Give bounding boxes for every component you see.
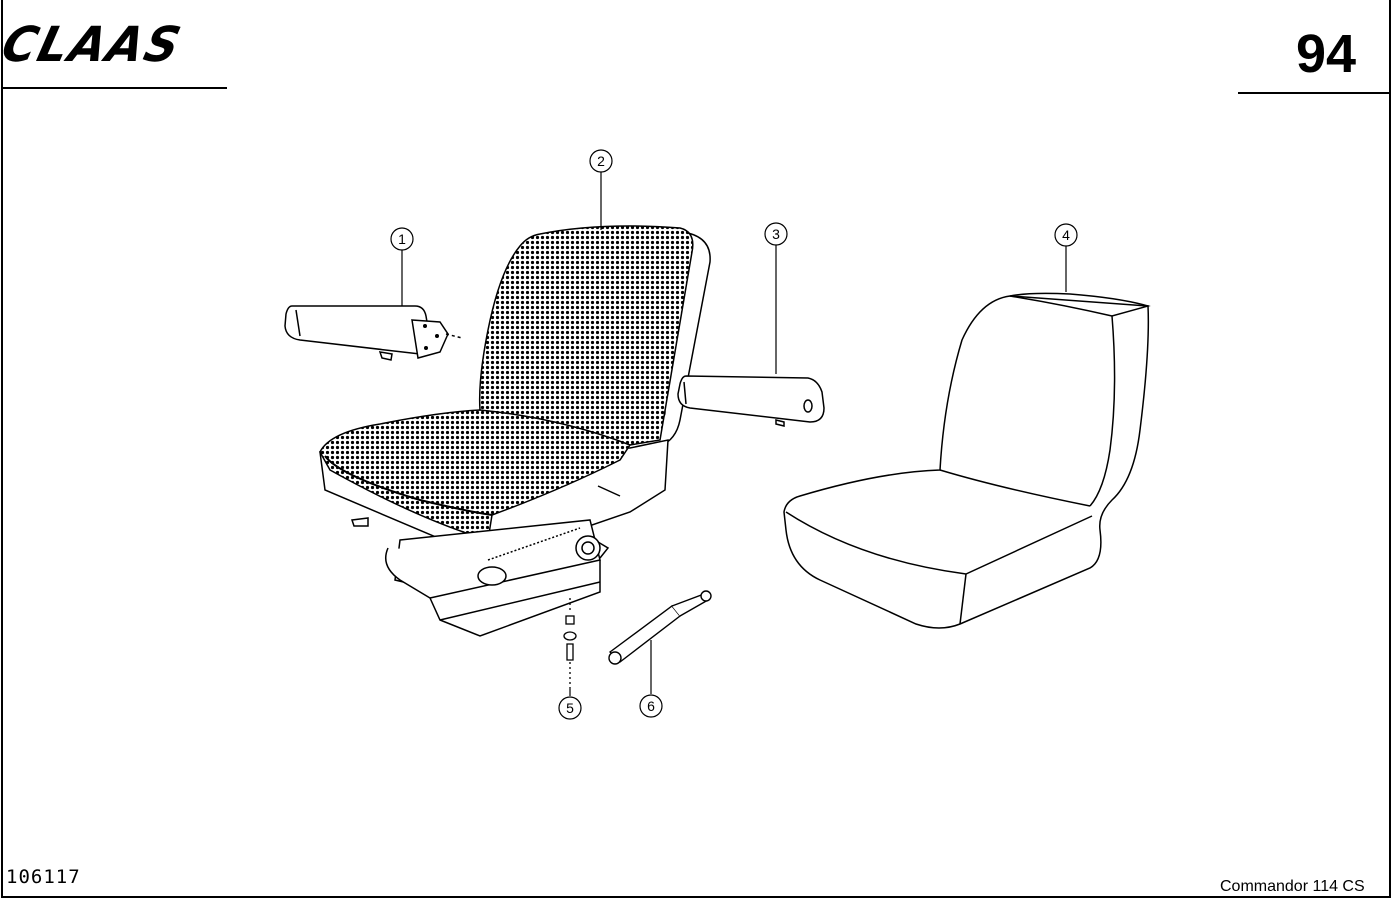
model-name: Commandor 114 CS <box>1220 878 1365 895</box>
left-armrest-drawing <box>284 305 463 361</box>
leader-lines <box>401 172 1067 696</box>
page-frame-bottom <box>1 896 1391 898</box>
right-armrest-drawing <box>677 375 825 427</box>
svg-text:5: 5 <box>566 700 574 716</box>
callout-1: 1 <box>390 227 414 251</box>
gas-spring-drawing <box>608 590 712 665</box>
callout-5: 5 <box>558 696 582 720</box>
document-id: 106117 <box>6 866 81 888</box>
header-rule-left <box>1 87 227 89</box>
svg-text:3: 3 <box>772 226 780 242</box>
callout-6: 6 <box>639 694 663 718</box>
page-frame-right <box>1389 0 1391 898</box>
svg-text:6: 6 <box>647 698 655 714</box>
callout-2: 2 <box>589 149 613 173</box>
page-frame-left <box>1 0 3 898</box>
svg-text:4: 4 <box>1062 227 1070 243</box>
seat-cover-drawing <box>783 292 1151 629</box>
page-number: 94 <box>1296 24 1357 84</box>
driver-seat-drawing <box>319 225 711 637</box>
callout-4: 4 <box>1054 223 1078 247</box>
header-rule-right <box>1238 92 1390 94</box>
mounting-bolt-drawing <box>563 598 577 688</box>
svg-text:2: 2 <box>597 153 605 169</box>
svg-text:1: 1 <box>398 231 406 247</box>
callout-3: 3 <box>764 222 788 246</box>
